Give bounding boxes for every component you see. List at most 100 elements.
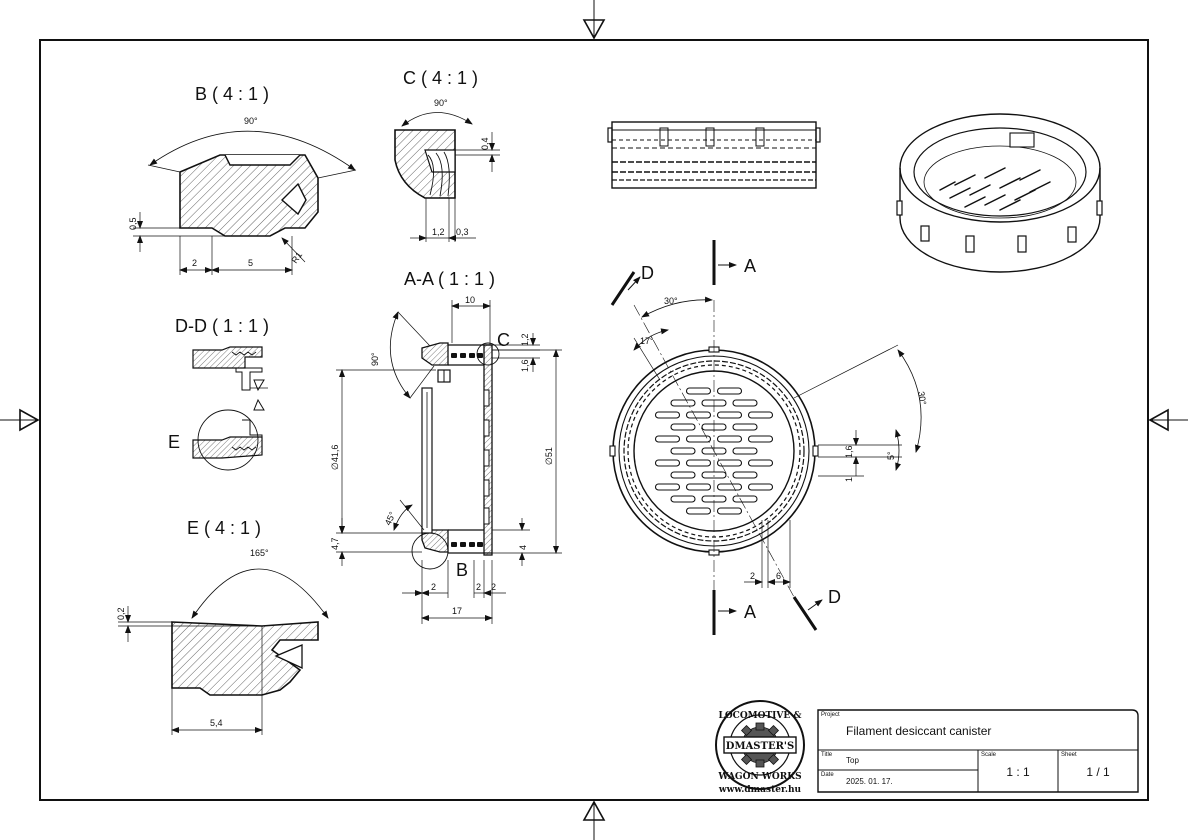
dim-top-30a: 30° xyxy=(664,296,678,306)
view-title-b: B ( 4 : 1 ) xyxy=(195,84,269,104)
vent-slot xyxy=(732,495,758,503)
detail-view-b: B ( 4 : 1 ) 90° 0,5 2 5 R1 xyxy=(128,84,357,275)
vent-slot xyxy=(716,387,743,395)
section-marker-d-top: D xyxy=(641,263,654,283)
dim-top-5: 5° xyxy=(886,451,896,460)
project-name: Filament desiccant canister xyxy=(846,724,991,738)
section-marker-e: E xyxy=(168,432,180,452)
section-marker-a-bottom: A xyxy=(744,602,756,622)
dim-aa-2a: 2 xyxy=(431,582,436,592)
dim-aa-90: 90° xyxy=(370,352,380,366)
company-logo: DMASTER'S LOCOMOTIVE & WAGON WORKS www.d… xyxy=(715,700,805,795)
vent-slot xyxy=(670,447,696,455)
logo-bottom-text: WAGON WORKS xyxy=(717,772,801,782)
vent-slot xyxy=(716,459,743,467)
detail-view-c: C ( 4 : 1 ) 90° 0,4 1,2 0,3 xyxy=(394,68,500,242)
view-title-e: E ( 4 : 1 ) xyxy=(187,518,261,538)
section-aa-top-lip xyxy=(421,342,449,366)
title-value: Top xyxy=(846,756,859,765)
section-marker-d-bottom: D xyxy=(828,587,841,607)
date-value: 2025. 01. 17. xyxy=(846,777,893,786)
isometric-view xyxy=(896,113,1103,273)
dim-aa-12: 1,2 xyxy=(520,333,530,346)
dim-aa-2b: 2 xyxy=(476,582,481,592)
vent-slot xyxy=(670,471,696,479)
vent-slot xyxy=(685,411,712,419)
detail-c-profile xyxy=(394,129,456,199)
logo-top-text: LOCOMOTIVE & xyxy=(719,711,802,721)
dim-c-angle: 90° xyxy=(434,98,448,108)
dim-top-1: 1 xyxy=(844,477,854,482)
dim-aa-17: 17 xyxy=(452,606,462,616)
dim-aa-51: ∅51 xyxy=(544,447,554,465)
dim-aa-2c: 2 xyxy=(491,582,496,592)
dim-e-02: 0,2 xyxy=(116,607,126,620)
vent-slot xyxy=(732,471,758,479)
vent-slot xyxy=(716,435,743,443)
scale-label: Scale xyxy=(981,752,997,758)
title-block: Project Filament desiccant canister Titl… xyxy=(817,709,1139,793)
dim-aa-4: 4 xyxy=(518,545,528,550)
view-title-c: C ( 4 : 1 ) xyxy=(403,68,478,88)
dim-b-5: 5 xyxy=(248,258,253,268)
vent-slot xyxy=(685,435,712,443)
dim-e-angle: 165° xyxy=(250,548,269,558)
logo-url: www.dmaster.hu xyxy=(718,785,802,795)
vent-slot xyxy=(747,411,774,419)
scale-value: 1 : 1 xyxy=(1006,765,1030,779)
vent-slot xyxy=(685,507,712,515)
dim-b-angle: 90° xyxy=(244,116,258,126)
vent-slot xyxy=(670,423,696,431)
dim-aa-416: ∅41,6 xyxy=(330,445,340,470)
vent-slot xyxy=(716,507,743,515)
top-view-slots xyxy=(654,387,774,515)
dim-top-2: 2 xyxy=(750,571,755,581)
top-view: A A D D 30° 17° 30° 1,6 1 5° 2 6 xyxy=(609,240,928,635)
detail-view-e: E ( 4 : 1 ) 165° 0,2 5,4 xyxy=(116,518,329,735)
title-label: Title xyxy=(821,752,833,758)
vent-slot xyxy=(670,495,696,503)
vent-slot xyxy=(732,447,758,455)
project-label: Project xyxy=(821,712,840,718)
dim-top-30b: 30° xyxy=(916,391,928,407)
dim-aa-10: 10 xyxy=(465,295,475,305)
detail-e-profile xyxy=(171,621,319,696)
dim-c-12: 1,2 xyxy=(432,227,445,237)
vent-slot xyxy=(732,399,758,407)
dim-top-17: 17° xyxy=(640,336,654,346)
section-marker-c: C xyxy=(497,330,510,350)
front-view xyxy=(607,121,821,189)
vent-slot xyxy=(654,459,681,467)
dim-c-04: 0,4 xyxy=(480,137,490,150)
vent-slot xyxy=(747,459,774,467)
view-title-aa: A-A ( 1 : 1 ) xyxy=(404,269,495,289)
vent-slot xyxy=(670,399,696,407)
view-title-dd: D-D ( 1 : 1 ) xyxy=(175,316,269,336)
vent-slot xyxy=(732,423,758,431)
vent-slot xyxy=(685,387,712,395)
sheet-value: 1 / 1 xyxy=(1086,765,1110,779)
vent-slot xyxy=(654,483,681,491)
vent-slot xyxy=(747,483,774,491)
section-marker-a-top: A xyxy=(744,256,756,276)
dim-top-16: 1,6 xyxy=(844,445,854,458)
vent-slot xyxy=(685,459,712,467)
dim-aa-45: 45° xyxy=(383,510,398,527)
section-view-dd: D-D ( 1 : 1 ) E xyxy=(168,316,269,471)
dim-e-54: 5,4 xyxy=(210,718,223,728)
vent-slot xyxy=(716,411,743,419)
vent-slot xyxy=(654,411,681,419)
date-label: Date xyxy=(821,772,834,778)
logo-middle-text: DMASTER'S xyxy=(726,741,794,752)
dim-aa-47: 4,7 xyxy=(330,537,340,550)
vent-slot xyxy=(685,483,712,491)
dim-c-03: 0,3 xyxy=(456,227,469,237)
dim-b-05: 0,5 xyxy=(128,217,138,230)
dim-top-6: 6 xyxy=(776,571,781,581)
dim-b-2: 2 xyxy=(192,258,197,268)
section-marker-b: B xyxy=(456,560,468,580)
section-view-aa: A-A ( 1 : 1 ) C B 10 xyxy=(330,269,562,624)
vent-slot xyxy=(716,483,743,491)
